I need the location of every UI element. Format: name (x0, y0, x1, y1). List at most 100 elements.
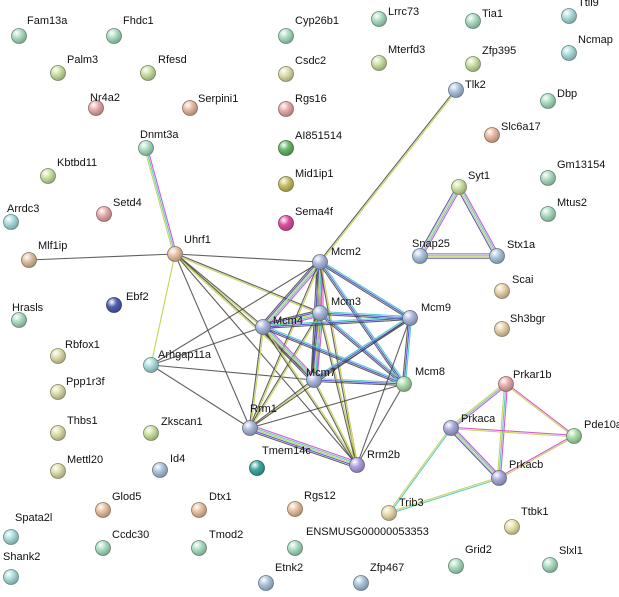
node-tlk2[interactable]: Tlk2 (448, 79, 486, 98)
node-dnmt3a[interactable]: Dnmt3a (138, 129, 180, 156)
node-arrdc3[interactable]: Arrdc3 (3, 203, 40, 230)
node-syt1[interactable]: Syt1 (451, 170, 491, 195)
node-arhgap11a[interactable]: Arhgap11a (143, 349, 212, 373)
node-bubble[interactable] (287, 501, 303, 517)
node-bubble[interactable] (278, 176, 294, 192)
node-shank2[interactable]: Shank2 (3, 551, 40, 585)
node-dbp[interactable]: Dbp (540, 88, 578, 109)
node-bubble[interactable] (451, 179, 467, 195)
node-bubble[interactable] (106, 297, 122, 313)
node-thbs1[interactable]: Thbs1 (50, 415, 98, 441)
node-bubble[interactable] (3, 529, 19, 545)
node-bubble[interactable] (443, 420, 459, 436)
node-prkacb[interactable]: Prkacb (491, 459, 544, 486)
node-bubble[interactable] (494, 321, 510, 337)
node-bubble[interactable] (50, 384, 66, 400)
node-rgs16[interactable]: Rgs16 (278, 93, 327, 117)
node-glod5[interactable]: Glod5 (95, 491, 142, 518)
node-scai[interactable]: Scai (494, 274, 534, 299)
node-bubble[interactable] (349, 457, 365, 473)
node-stx1a[interactable]: Stx1a (489, 239, 537, 264)
node-fam13a[interactable]: Fam13a (11, 15, 69, 44)
node-ensmusg[interactable]: ENSMUSG00000053353 (287, 526, 429, 556)
node-bubble[interactable] (249, 460, 265, 476)
node-bubble[interactable] (3, 569, 19, 585)
node-ncmap[interactable]: Ncmap (561, 34, 613, 61)
node-bubble[interactable] (566, 428, 582, 444)
node-bubble[interactable] (312, 305, 328, 321)
node-bubble[interactable] (494, 283, 510, 299)
node-bubble[interactable] (278, 101, 294, 117)
node-bubble[interactable] (138, 140, 154, 156)
node-sema4f[interactable]: Sema4f (278, 206, 334, 231)
node-zfp395[interactable]: Zfp395 (465, 45, 517, 72)
node-ppp1r3f[interactable]: Ppp1r3f (50, 376, 106, 400)
node-mterfd3[interactable]: Mterfd3 (371, 44, 426, 71)
node-bubble[interactable] (95, 540, 111, 556)
node-bubble[interactable] (412, 248, 428, 264)
node-mtus2[interactable]: Mtus2 (540, 197, 587, 222)
node-bubble[interactable] (242, 420, 258, 436)
node-tmem14c[interactable]: Tmem14c (249, 445, 312, 476)
node-bubble[interactable] (381, 505, 397, 521)
node-rgs12[interactable]: Rgs12 (287, 490, 336, 517)
node-bubble[interactable] (312, 254, 328, 270)
node-bubble[interactable] (353, 575, 369, 591)
node-etnk2[interactable]: Etnk2 (258, 562, 304, 591)
node-setd4[interactable]: Setd4 (96, 197, 142, 222)
node-pde10a[interactable]: Pde10a (566, 419, 619, 444)
node-rrm1[interactable]: Rrm1 (242, 403, 277, 436)
node-bubble[interactable] (106, 28, 122, 44)
node-slxl1[interactable]: Slxl1 (542, 545, 583, 573)
node-nr4a2[interactable]: Nr4a2 (88, 92, 120, 116)
node-bubble[interactable] (498, 376, 514, 392)
node-bubble[interactable] (50, 463, 66, 479)
node-bubble[interactable] (96, 206, 112, 222)
node-bubble[interactable] (278, 215, 294, 231)
node-ttll9[interactable]: Ttll9 (561, 0, 599, 24)
node-rbfox1[interactable]: Rbfox1 (50, 339, 100, 364)
node-bubble[interactable] (40, 168, 56, 184)
node-mcm4[interactable]: Mcm4 (255, 315, 303, 335)
node-fhdc1[interactable]: Fhdc1 (106, 15, 154, 44)
node-mlf1ip[interactable]: Mlf1ip (21, 240, 68, 268)
node-ccdc30[interactable]: Ccdc30 (95, 529, 150, 556)
node-bubble[interactable] (540, 206, 556, 222)
node-prkaca[interactable]: Prkaca (443, 413, 497, 436)
node-bubble[interactable] (255, 319, 271, 335)
node-bubble[interactable] (191, 540, 207, 556)
node-csdc2[interactable]: Csdc2 (278, 55, 327, 82)
node-ebf2[interactable]: Ebf2 (106, 291, 149, 313)
node-bubble[interactable] (371, 55, 387, 71)
node-bubble[interactable] (542, 557, 558, 573)
node-ai851514[interactable]: AI851514 (278, 130, 343, 156)
node-id4[interactable]: Id4 (152, 453, 186, 478)
node-mettl20[interactable]: Mettl20 (50, 454, 104, 479)
node-bubble[interactable] (465, 13, 481, 29)
node-prkar1b[interactable]: Prkar1b (498, 369, 552, 392)
node-bubble[interactable] (95, 502, 111, 518)
node-bubble[interactable] (561, 8, 577, 24)
node-bubble[interactable] (258, 575, 274, 591)
node-bubble[interactable] (306, 372, 322, 388)
node-bubble[interactable] (140, 65, 156, 81)
node-rfesd[interactable]: Rfesd (140, 54, 187, 81)
node-mcm9[interactable]: Mcm9 (402, 302, 451, 326)
node-trib3[interactable]: Trib3 (381, 497, 424, 521)
node-mcm7[interactable]: Mcm7 (306, 367, 336, 388)
node-mid1ip1[interactable]: Mid1ip1 (278, 168, 334, 192)
node-gm13154[interactable]: Gm13154 (540, 159, 606, 186)
node-dtx1[interactable]: Dtx1 (191, 491, 232, 518)
node-bubble[interactable] (561, 45, 577, 61)
node-bubble[interactable] (504, 519, 520, 535)
node-hrasls[interactable]: Hrasls (11, 302, 44, 328)
node-uhrf1[interactable]: Uhrf1 (167, 234, 211, 262)
node-bubble[interactable] (50, 65, 66, 81)
node-bubble[interactable] (278, 66, 294, 82)
node-bubble[interactable] (152, 462, 168, 478)
node-bubble[interactable] (88, 100, 104, 116)
node-bubble[interactable] (143, 425, 159, 441)
node-bubble[interactable] (287, 540, 303, 556)
node-sh3bgr[interactable]: Sh3bgr (494, 313, 546, 337)
node-bubble[interactable] (484, 127, 500, 143)
